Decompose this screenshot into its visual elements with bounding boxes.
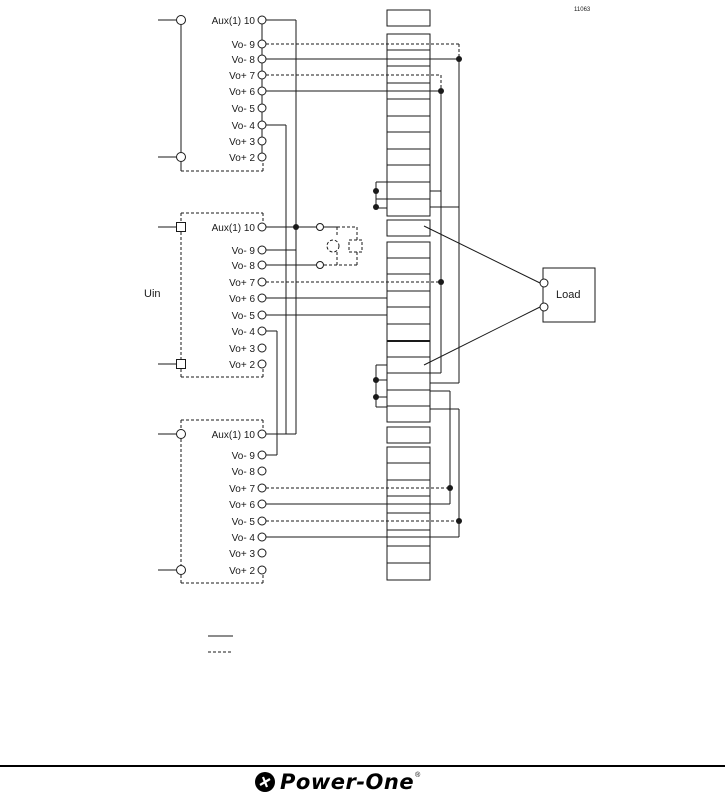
load-label: Load [556, 289, 580, 301]
brand-logo: Power-One ® [254, 770, 420, 794]
pin-label: Vo- 8 [232, 55, 256, 66]
pin-label: Vo- 5 [232, 311, 256, 322]
module-2-pin-labels: Aux(1) 10 Vo- 9 Vo- 8 Vo+ 7 Vo+ 6 Vo- 5 … [212, 223, 256, 371]
pin-label: Aux(1) 10 [212, 16, 256, 27]
junction-dots [293, 56, 462, 524]
pin-label: Vo- 8 [232, 261, 256, 272]
interconnect-wiring [266, 19, 541, 538]
pin-label: Vo- 4 [232, 121, 256, 132]
pin-terminals [257, 15, 549, 575]
module-3-wiring [158, 419, 264, 584]
pin-label: Vo+ 3 [229, 549, 255, 560]
pin-label: Vo+ 7 [229, 278, 255, 289]
module-2-wiring [158, 212, 264, 378]
pin-label: Vo+ 7 [229, 71, 255, 82]
pin-label: Vo- 8 [232, 467, 256, 478]
pin-label: Aux(1) 10 [212, 430, 256, 441]
pin-label: Vo+ 6 [229, 294, 255, 305]
input-voltage-label: Uin [144, 288, 161, 300]
figure-code: 11063 [574, 7, 591, 13]
pin-label: Vo+ 3 [229, 137, 255, 148]
power-one-logo-icon [255, 772, 275, 792]
pin-label: Vo+ 3 [229, 344, 255, 355]
pin-label: Vo- 5 [232, 104, 256, 115]
registered-mark: ® [415, 771, 421, 779]
pin-label: Vo- 4 [232, 327, 256, 338]
pin-label: Vo- 5 [232, 517, 256, 528]
load-box [542, 267, 596, 323]
pin-label: Vo- 9 [232, 40, 256, 51]
module-3-pin-labels: Aux(1) 10 Vo- 9 Vo- 8 Vo+ 7 Vo+ 6 Vo- 5 … [212, 430, 256, 577]
connector-strip [386, 9, 431, 581]
footer-rule [0, 765, 725, 767]
module-1-pin-labels: Aux(1) 10 Vo- 9 Vo- 8 Vo+ 7 Vo+ 6 Vo- 5 … [212, 16, 256, 164]
pin-label: Aux(1) 10 [212, 223, 256, 234]
pin-label: Vo+ 2 [229, 566, 255, 577]
pin-label: Vo+ 6 [229, 500, 255, 511]
pin-label: Vo- 9 [232, 451, 256, 462]
brand-wordmark: Power-One [280, 770, 415, 794]
pin-label: Vo+ 2 [229, 360, 255, 371]
pin-label: Vo+ 6 [229, 87, 255, 98]
pin-label: Vo- 9 [232, 246, 256, 257]
pin-label: Vo+ 7 [229, 484, 255, 495]
pin-label: Vo+ 2 [229, 153, 255, 164]
pin-label: Vo- 4 [232, 533, 256, 544]
